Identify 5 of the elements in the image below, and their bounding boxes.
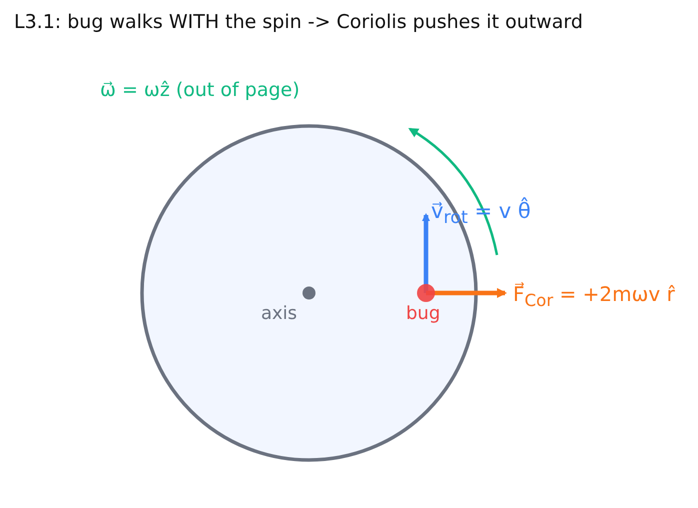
rotation-label: ω⃗ = ωẑ (out of page)	[100, 80, 300, 101]
force-label: F⃗$_{Cor}$ = +2mωv r̂	[513, 283, 675, 310]
axis-label: axis	[261, 304, 298, 324]
bug-label: bug	[406, 304, 440, 324]
title: L3.1: bug walks WITH the spin -> Coriolis pushes it outward	[14, 12, 583, 33]
